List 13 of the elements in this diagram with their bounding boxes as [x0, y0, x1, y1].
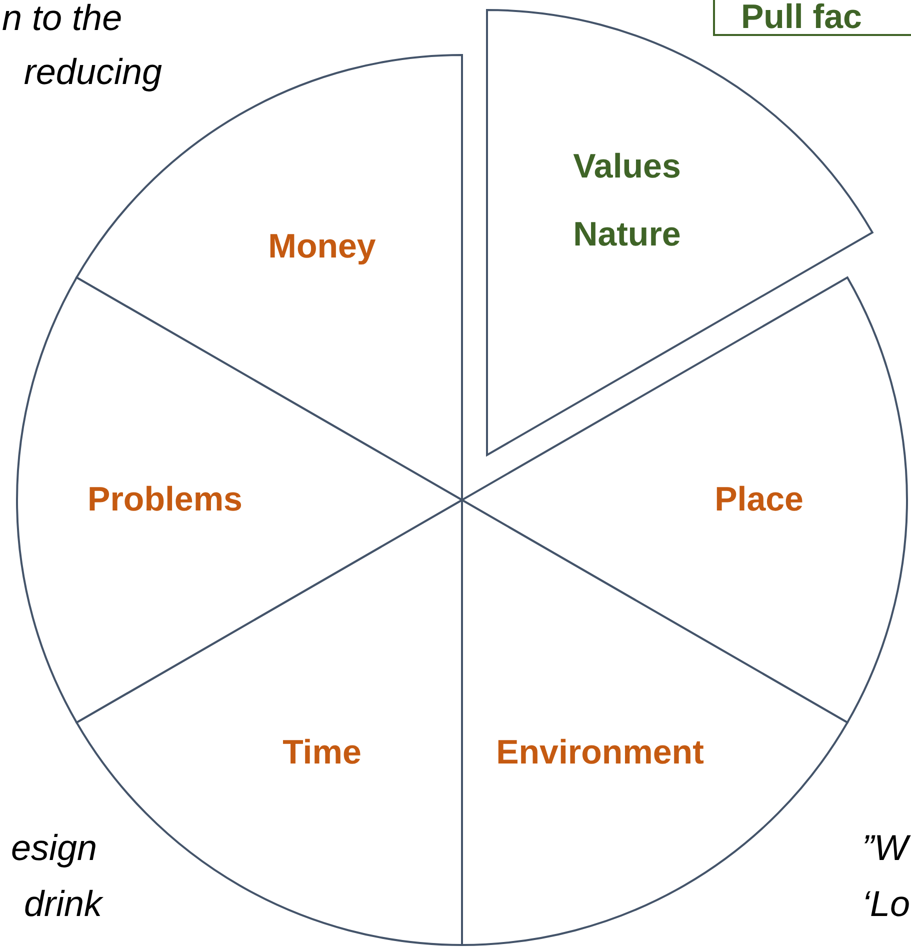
text-fragment: drink — [24, 884, 102, 924]
sector-label: Nature — [573, 216, 681, 254]
text-fragment: ‘Lo — [862, 884, 910, 924]
sector-label: Environment — [496, 734, 704, 772]
sector-label: Money — [268, 228, 376, 266]
sector-label: Time — [282, 734, 362, 772]
sector-label: Place — [714, 481, 804, 519]
sector-label: Values — [573, 148, 681, 186]
text-fragment: n to the — [2, 0, 122, 38]
heading-box: Pull fac — [713, 0, 911, 36]
sector-label: Problems — [88, 481, 242, 519]
text-fragment: reducing — [24, 52, 162, 92]
text-fragment: esign — [10, 828, 97, 868]
